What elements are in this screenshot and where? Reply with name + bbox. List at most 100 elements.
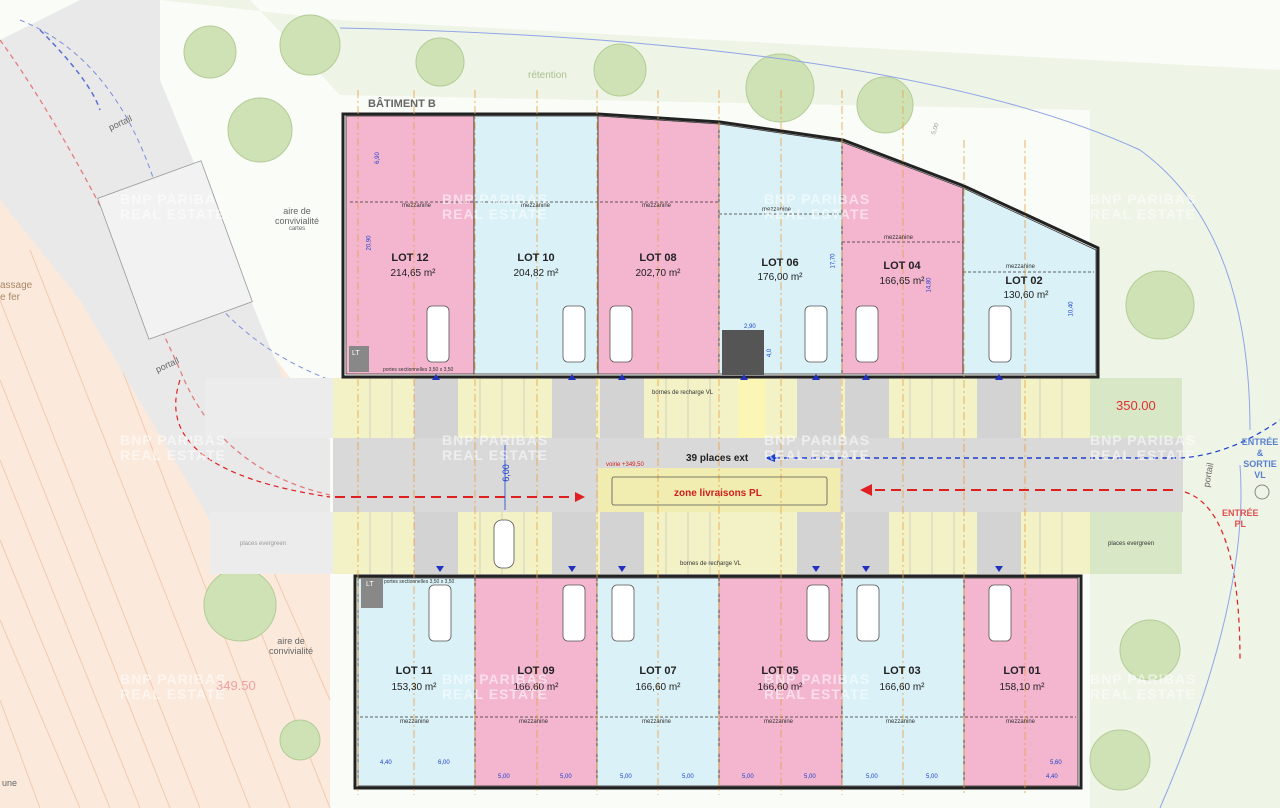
lot-09-mezzanine: mezzanine (519, 719, 549, 725)
lot-10-area-value: 204,82 m² (513, 268, 559, 279)
lot-01-mezzanine: mezzanine (1006, 719, 1036, 725)
watermark-8-line-2: REAL ESTATE (1090, 447, 1196, 463)
lot-06-label: LOT 06 (761, 257, 799, 269)
lot-09-label: LOT 09 (517, 665, 555, 677)
bornes-bottom-label: bornes de recharge VL (680, 561, 742, 567)
bornes-top-label: bornes de recharge VL (652, 390, 714, 396)
lot-05-area-value: 166,60 m² (757, 682, 803, 693)
dim-bottom-1: 6,00 (438, 760, 450, 766)
lot-05-mezzanine: mezzanine (764, 719, 794, 725)
watermark-10: BNP PARIBAS REAL ESTATE (120, 192, 226, 222)
watermark-3-line-1: BNP PARIBAS (442, 432, 549, 448)
watermark-3: BNP PARIBAS REAL ESTATE (442, 433, 548, 463)
watermark-6: BNP PARIBAS REAL ESTATE (764, 672, 870, 702)
watermark-1-line-2: REAL ESTATE (442, 206, 548, 222)
lot-06-mezzanine: mezzanine (762, 207, 792, 213)
watermark-7-line-2: REAL ESTATE (1090, 206, 1196, 222)
watermark-10-line-2: REAL ESTATE (120, 206, 226, 222)
entree-sortie-line-3: VL (1254, 470, 1266, 480)
watermark-7-line-1: BNP PARIBAS (1090, 191, 1197, 207)
lot-04-label: LOT 04 (883, 260, 921, 272)
lot-03-mezzanine: mezzanine (886, 719, 916, 725)
aire-top-sub: cartes (288, 226, 306, 232)
building-name: BÂTIMENT B (368, 98, 436, 110)
site-boundary (339, 27, 1251, 431)
lot-02-area-value: 130,60 m² (1003, 290, 1049, 301)
watermark-4: BNP PARIBAS REAL ESTATE (764, 433, 870, 463)
lune-label: une (2, 778, 18, 788)
watermark-5-line-2: REAL ESTATE (442, 686, 548, 702)
watermark-9: BNP PARIBAS REAL ESTATE (1090, 672, 1196, 702)
lot-03-label: LOT 03 (883, 665, 921, 677)
lot-07-label: LOT 07 (639, 665, 677, 677)
watermark-2-line-1: BNP PARIBAS (764, 191, 871, 207)
dim-lot04-h: 14,80 (926, 277, 933, 293)
lot-03-area-value: 166,60 m² (879, 682, 925, 693)
dim-top-height: 20,90 (366, 235, 373, 251)
lot-11-area[interactable] (357, 577, 476, 787)
lot-01-label: LOT 01 (1003, 665, 1041, 677)
building-b-outline (341, 112, 1100, 379)
lot-08-area-value: 202,70 m² (635, 268, 681, 279)
entree-sortie-line-2: & SORTIE (1243, 448, 1277, 469)
lot-07-mezzanine: mezzanine (642, 719, 672, 725)
dim-top-mezz: 6,90 (374, 152, 381, 164)
entree-pl-line-2: PL (1234, 519, 1247, 529)
watermark-2-line-2: REAL ESTATE (764, 206, 870, 222)
watermark-3-line-2: REAL ESTATE (442, 447, 548, 463)
level-349: 349.50 (216, 678, 256, 693)
lt-top: LT (352, 350, 360, 357)
dim-bottom-11: 4,40 (1046, 774, 1058, 780)
lot-12-area-value: 214,65 m² (390, 268, 436, 279)
aire-bottom-line-2: convivialité (268, 646, 314, 656)
aire-convivialite-bottom: aire de convivialité (256, 636, 326, 656)
passage-line-2: e fer (0, 292, 21, 303)
technical-building (97, 160, 253, 340)
watermark-10-line-1: BNP PARIBAS (120, 191, 227, 207)
entree-pl-label: ENTRÉE PL (1222, 508, 1259, 530)
watermark-9-line-1: BNP PARIBAS (1090, 671, 1197, 687)
north-compass-icon (1254, 484, 1270, 500)
watermark-6-line-1: BNP PARIBAS (764, 671, 871, 687)
dim-bottom-6: 5,00 (742, 774, 754, 780)
dim-bottom-2: 5,00 (498, 774, 510, 780)
aire-top-line-2: convivialité (274, 216, 320, 226)
watermark-8-line-1: BNP PARIBAS (1090, 432, 1197, 448)
dim-lot02-h: 10,40 (1068, 301, 1075, 317)
places-evergreen-left: places evergreen (240, 541, 287, 547)
watermark-4-line-1: BNP PARIBAS (764, 432, 871, 448)
watermark-8: BNP PARIBAS REAL ESTATE (1090, 433, 1196, 463)
lot-01-area[interactable] (963, 577, 1079, 787)
landscape-green (160, 0, 1280, 808)
watermark-4-line-2: REAL ESTATE (764, 447, 870, 463)
watermark-11: BNP PARIBAS REAL ESTATE (120, 433, 226, 463)
lot-10-mezzanine: mezzanine (521, 203, 551, 209)
entree-pl-line-1: ENTRÉE (1222, 508, 1259, 518)
lot-08-mezzanine: mezzanine (642, 203, 672, 209)
lot-09-area-value: 166,60 m² (513, 682, 559, 693)
lot-12-area[interactable] (345, 115, 475, 375)
dim-bottom-0: 4,40 (380, 760, 392, 766)
watermark-6-line-2: REAL ESTATE (764, 686, 870, 702)
watermark-7: BNP PARIBAS REAL ESTATE (1090, 192, 1196, 222)
aire-top-line-1: aire de (283, 206, 311, 216)
watermark-12-line-2: REAL ESTATE (120, 686, 226, 702)
width-dimension: 6,00 (500, 464, 511, 482)
lot-04-mezzanine: mezzanine (884, 235, 914, 241)
watermark-12: BNP PARIBAS REAL ESTATE (120, 672, 226, 702)
places-ext-label: 39 places ext (686, 453, 749, 464)
watermark-11-line-1: BNP PARIBAS (120, 432, 227, 448)
lot-02-mezzanine: mezzanine (1006, 264, 1036, 270)
lot-07-area-value: 166,60 m² (635, 682, 681, 693)
aire-bottom-line-1: aire de (277, 636, 305, 646)
dim-lot06-w2: 4,0 (767, 348, 774, 358)
portes-bottom: portes sectionnelles 3,50 x 3,50 (384, 579, 455, 585)
delivery-zone-label: zone livraisons PL (674, 488, 762, 499)
lot-12-label: LOT 12 (391, 252, 429, 264)
lot-01-area-value: 158,10 m² (999, 682, 1045, 693)
dim-lot06-w: 2,90 (744, 324, 756, 330)
lot-10-label: LOT 10 (517, 252, 555, 264)
watermark-5: BNP PARIBAS REAL ESTATE (442, 672, 548, 702)
watermark-12-line-1: BNP PARIBAS (120, 671, 227, 687)
